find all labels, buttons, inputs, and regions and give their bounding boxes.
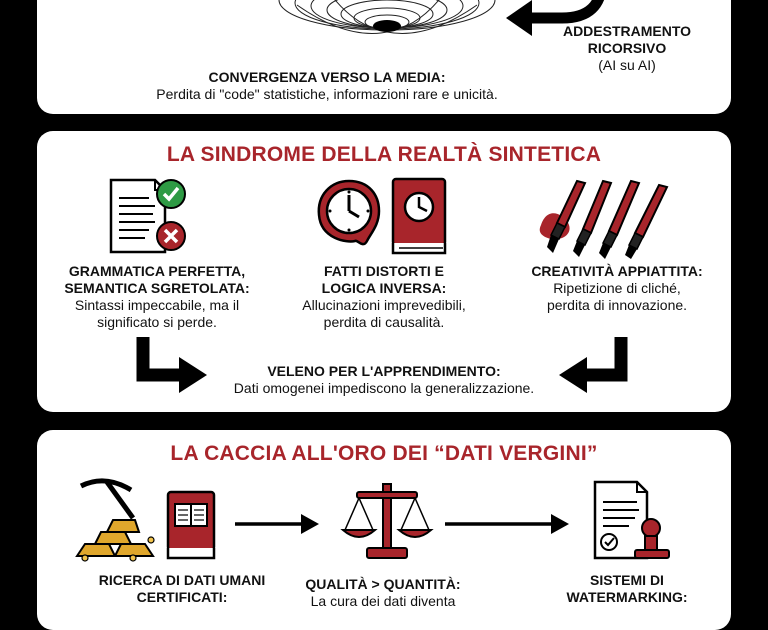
recursive-label-line-3: (AI su AI): [598, 57, 656, 73]
section3-title: LA CACCIA ALL'ORO DEI “DATI VERGINI”: [170, 442, 598, 465]
poison-text: Dati omogenei impediscono la generalizza…: [233, 380, 535, 396]
arrow-icon: [235, 514, 319, 534]
poison-block: VELENO PER L'APPRENDIMENTO: Dati omogene…: [197, 363, 571, 397]
creativity-item: CREATIVITÀ APPIATTITA: Ripetizione di cl…: [507, 263, 727, 314]
quality-heading-1: QUALITÀ > QUANTITÀ:: [305, 576, 461, 592]
creativity-heading-1: CREATIVITÀ APPIATTITA:: [531, 263, 703, 279]
gold-bars-icon: [75, 519, 155, 562]
recursive-label-line-1: ADDESTRAMENTO: [562, 23, 692, 39]
convergence-block: CONVERGENZA VERSO LA MEDIA: Perdita di "…: [137, 69, 517, 103]
poison-heading: VELENO PER L'APPRENDIMENTO:: [267, 363, 501, 379]
facts-text-1: Allucinazioni imprevedibili,: [302, 297, 466, 313]
clock-icon: [317, 179, 381, 246]
certified-heading-1: RICERCA DI DATI UMANI: [98, 572, 266, 588]
virgin-data-panel: LA CACCIA ALL'ORO DEI “DATI VERGINI”: [37, 430, 731, 630]
grammar-heading-1: GRAMMATICA PERFETTA,: [68, 263, 246, 279]
watermarking-heading-1: SISTEMI DI: [590, 572, 664, 588]
quality-item: QUALITÀ > QUANTITÀ: La cura dei dati div…: [283, 576, 483, 610]
paintbrushes-icon: [539, 179, 669, 259]
creativity-text-2: perdita di innovazione.: [546, 297, 688, 313]
arrow-icon: [559, 337, 628, 393]
watermarking-item: SISTEMI DI WATERMARKING:: [537, 572, 717, 606]
watermarking-heading-2: WATERMARKING:: [566, 589, 688, 605]
facts-text-2: perdita di causalità.: [323, 314, 445, 330]
grammar-text-1: Sintassi impeccabile, ma il: [74, 297, 240, 313]
model-collapse-panel: ADDESTRAMENTO RICORSIVO (AI su AI) CONVE…: [37, 0, 731, 114]
grammar-heading-2: SEMANTICA SGRETOLATA:: [64, 280, 250, 296]
vortex-icon: [278, 0, 496, 34]
quality-text-1: La cura dei dati diventa: [310, 593, 456, 609]
certificate-stamp-icon: [593, 480, 670, 560]
book-clock-icon: [391, 177, 447, 255]
facts-item: FATTI DISTORTI E LOGICA INVERSA: Allucin…: [277, 263, 491, 331]
book-icon: [166, 490, 216, 560]
recursive-label-line-2: RICORSIVO: [587, 40, 667, 56]
creativity-text-1: Ripetizione di cliché,: [553, 280, 681, 296]
convergence-heading: CONVERGENZA VERSO LA MEDIA:: [208, 69, 446, 85]
scales-icon: [340, 483, 434, 559]
recursive-training-label: ADDESTRAMENTO RICORSIVO (AI su AI): [527, 23, 727, 74]
convergence-text: Perdita di "code" statistiche, informazi…: [156, 86, 498, 102]
certified-data-item: RICERCA DI DATI UMANI CERTIFICATI:: [77, 572, 287, 606]
grammar-item: GRAMMATICA PERFETTA, SEMANTICA SGRETOLAT…: [37, 263, 277, 331]
grammar-text-2: significato si perde.: [97, 314, 217, 330]
facts-heading-1: FATTI DISTORTI E: [323, 263, 445, 279]
document-check-icon: [109, 178, 186, 254]
facts-heading-2: LOGICA INVERSA:: [321, 280, 447, 296]
arrow-icon: [445, 514, 569, 534]
section2-title: LA SINDROME DELLA REALTÀ SINTETICA: [166, 143, 602, 166]
certified-heading-2: CERTIFICATI:: [136, 589, 228, 605]
synthetic-reality-panel: LA SINDROME DELLA REALTÀ SINTETICA: [37, 131, 731, 412]
pickaxe-icon: [79, 478, 136, 520]
loop-arrow-icon: [506, 0, 604, 36]
arrow-icon: [136, 337, 207, 393]
